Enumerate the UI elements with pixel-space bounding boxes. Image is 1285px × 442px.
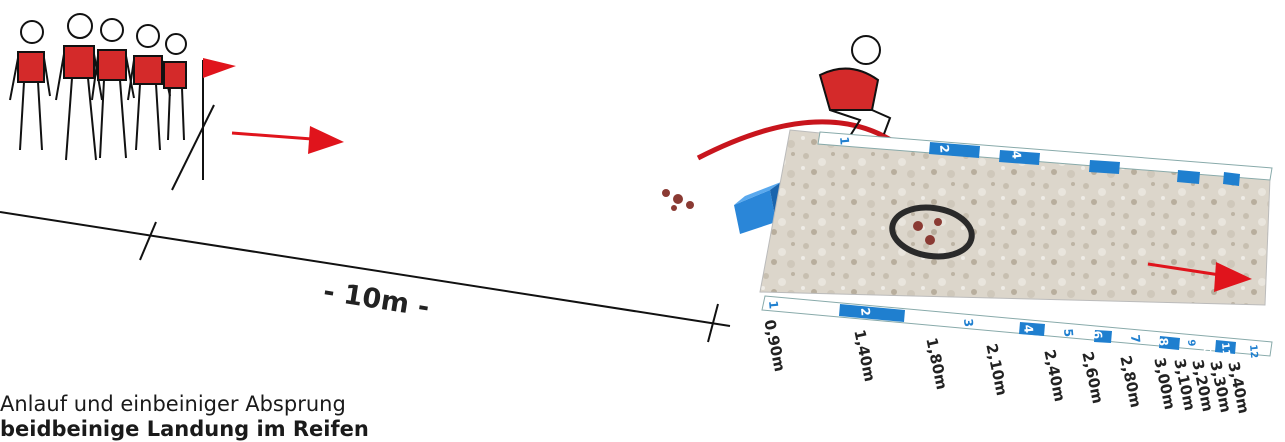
scale-number: 4 <box>1009 150 1024 160</box>
distance-measure-line <box>0 212 730 342</box>
scale-number: 3 <box>961 318 976 328</box>
scale-number: 9 <box>1185 339 1197 347</box>
caption-line-2: beidbeinige Landung im Reifen <box>0 417 369 441</box>
scale-number: 10 <box>1200 340 1212 355</box>
scale-number: 7 <box>1128 334 1143 344</box>
scale-number: 1 <box>766 300 781 310</box>
scale-number: 11 <box>1219 342 1231 357</box>
debris-decoration <box>662 189 694 211</box>
run-direction-arrow-icon <box>232 126 344 154</box>
scale-number: 2 <box>858 307 873 317</box>
caption-line-1: Anlauf und einbeiniger Absprung <box>0 392 346 416</box>
runner-figure <box>164 34 186 140</box>
runner-figure <box>10 21 50 150</box>
bottom-scale-strip <box>762 296 1272 356</box>
runner-figure <box>92 19 134 158</box>
scale-number: 6 <box>1090 330 1105 340</box>
scale-number: 8 <box>1156 337 1171 347</box>
scale-number: 12 <box>1247 344 1259 359</box>
runners-group <box>10 14 186 160</box>
scale-number: 4 <box>1021 324 1036 334</box>
scale-number: 1 <box>837 136 852 146</box>
scale-number: 2 <box>937 144 952 154</box>
scale-number: 5 <box>1061 328 1076 338</box>
runner-figure <box>56 14 102 160</box>
